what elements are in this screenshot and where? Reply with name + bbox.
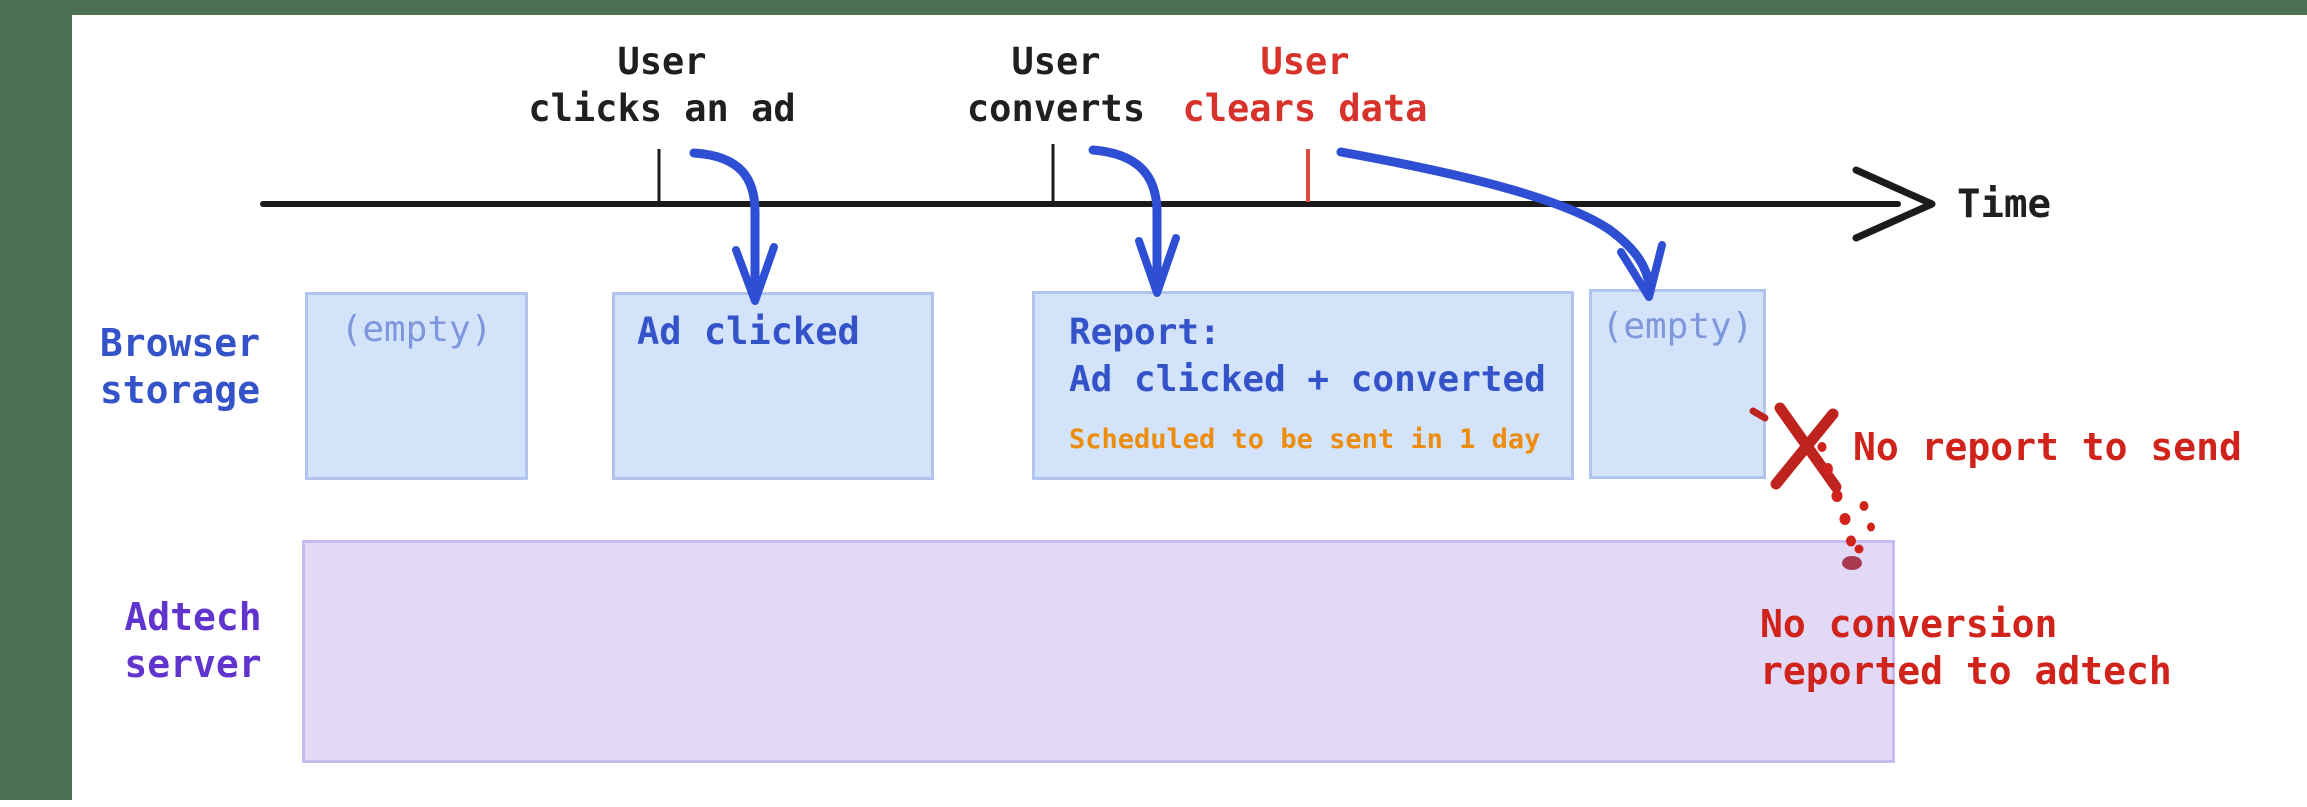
row-label-line: Browser	[99, 321, 261, 365]
adtech-server-row-label: Adtech server	[124, 594, 261, 688]
storage-box-report: Report: Ad clicked + converted Scheduled…	[1032, 291, 1574, 480]
browser-storage-row-label: Browser storage	[100, 320, 260, 414]
event-label-line: User	[617, 40, 707, 83]
event-label-line: converts	[966, 87, 1146, 130]
arrow-convert-to-report-head-icon	[1135, 234, 1180, 297]
event-label-user-converts: User converts	[967, 38, 1145, 132]
no-report-annotation: No report to send	[1853, 425, 2242, 469]
time-axis-arrowhead-icon	[1852, 166, 1936, 242]
event-label-line: User	[1260, 40, 1350, 83]
frame-top-edge	[0, 0, 2307, 15]
adtech-server-box	[302, 540, 1895, 763]
frame-left-edge	[0, 0, 72, 800]
storage-box-empty-after-clear: (empty)	[1589, 289, 1766, 479]
report-schedule-note: Scheduled to be sent in 1 day	[1069, 424, 1541, 455]
no-conversion-annotation: No conversion reported to adtech	[1760, 601, 2172, 695]
annotation-line: reported to adtech	[1760, 649, 2172, 693]
event-label-line: clears data	[1182, 87, 1428, 130]
storage-box-empty-before-click: (empty)	[305, 292, 528, 480]
event-label-user-clears-data: User clears data	[1182, 38, 1427, 132]
row-label-line: Adtech	[124, 595, 262, 639]
event-label-line: clicks an ad	[528, 87, 796, 130]
row-label-line: server	[124, 642, 262, 686]
event-label-line: User	[1011, 40, 1101, 83]
x-mark-icon	[1770, 408, 1839, 490]
x-mark-icon	[1774, 402, 1842, 493]
report-title: Report:	[1069, 312, 1221, 353]
row-label-line: storage	[99, 368, 261, 412]
event-label-user-clicks-ad: User clicks an ad	[528, 38, 795, 132]
time-axis-label: Time	[1957, 182, 2051, 227]
storage-box-ad-clicked: Ad clicked	[612, 292, 934, 480]
report-detail: Ad clicked + converted	[1069, 359, 1546, 400]
arrow-convert-to-report	[1088, 145, 1162, 293]
annotation-line: No conversion	[1760, 602, 2058, 646]
arrow-click-to-storage	[689, 148, 760, 300]
arrow-clear-to-empty	[1336, 147, 1655, 293]
